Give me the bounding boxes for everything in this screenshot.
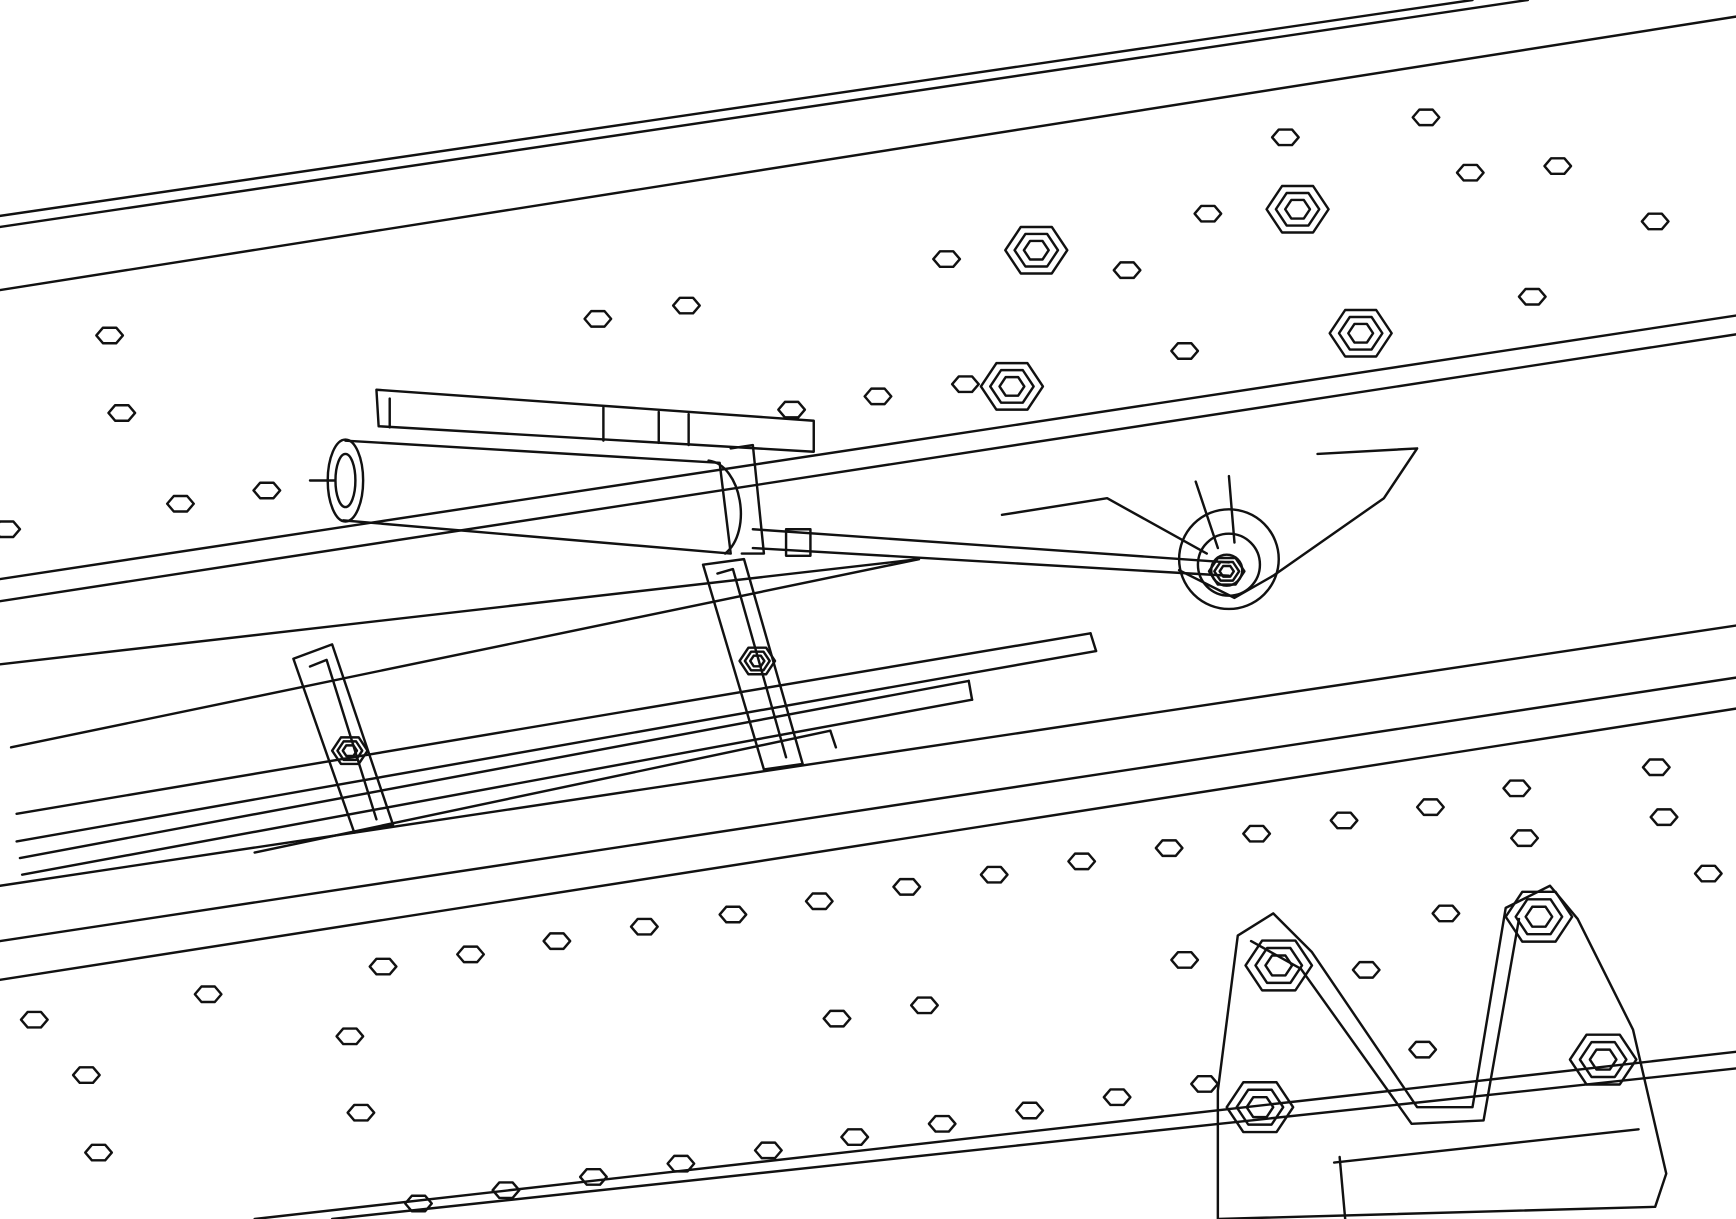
rivet-icon — [1154, 839, 1184, 858]
hex-bolt-icon — [1244, 939, 1314, 992]
rivet-icon — [1351, 960, 1381, 979]
rivet-icon — [95, 326, 125, 345]
rivet-icon — [909, 996, 939, 1015]
rivet-icon — [165, 494, 195, 513]
hex-bolt-icon — [1504, 890, 1574, 943]
rivet-icon — [629, 917, 659, 936]
rivet-icon — [0, 520, 22, 539]
rivet-icon — [892, 877, 922, 896]
rivet-icon — [1510, 829, 1540, 848]
rivet-icon — [822, 1009, 852, 1028]
rivet-icon — [840, 1128, 870, 1147]
hex-bolt-icon — [1004, 225, 1069, 275]
hex-bolt-icon — [1265, 184, 1330, 234]
rivet-icon — [491, 1181, 521, 1200]
rivet-icon — [927, 1114, 957, 1133]
rivet-icon — [193, 985, 223, 1004]
rivet-icon — [1502, 779, 1532, 798]
rivet-icon — [932, 250, 962, 269]
hex-bolt-icon — [1225, 1081, 1295, 1134]
rivet-icon — [1517, 287, 1547, 306]
shackle-bracket — [1000, 447, 1419, 611]
rivet-icon — [1408, 1040, 1438, 1059]
rivet-icon — [1640, 212, 1670, 231]
hex-bolt-icon — [738, 646, 777, 676]
upper-frame-rail — [0, 0, 1736, 603]
rivet-icon — [777, 400, 807, 419]
rivet-icon — [1543, 157, 1573, 176]
hex-bolt-icon — [1568, 1033, 1638, 1086]
rivet-icon — [718, 905, 748, 924]
rivet-icon — [1170, 342, 1200, 360]
middle-frame-rail — [0, 557, 1736, 1219]
rivet-icon — [456, 945, 486, 964]
rivet-icon — [542, 932, 572, 951]
rivet-icon — [753, 1141, 783, 1160]
rivet-icon — [1415, 798, 1445, 817]
rivet-icon — [1015, 1101, 1045, 1120]
rivet-icon — [403, 1194, 434, 1213]
rivet-icon — [1067, 852, 1097, 871]
rivet-icon — [1102, 1088, 1132, 1107]
hex-bolt-icon — [1328, 308, 1393, 358]
rivet-icon — [578, 1167, 608, 1186]
rivet-icon — [1431, 904, 1461, 923]
rivet-icon — [1242, 824, 1272, 843]
air-cylinder — [308, 388, 1231, 577]
bolts — [330, 184, 1638, 1134]
rivet-icon — [1112, 261, 1142, 280]
rivet-icon — [1641, 758, 1671, 777]
rivet-icon — [107, 404, 137, 422]
rivet-icon — [863, 387, 893, 406]
rivet-icon — [666, 1154, 696, 1173]
rivet-icon — [335, 1027, 365, 1046]
hex-bolt-icon — [1207, 556, 1246, 586]
rivet-icon — [1455, 163, 1485, 182]
rivet-icon — [84, 1143, 114, 1162]
rivet-icon — [583, 309, 613, 328]
rivet-icon — [804, 892, 834, 911]
rivet-icon — [950, 375, 980, 394]
rivet-icon — [1649, 808, 1679, 827]
rivet-icon — [1190, 1074, 1220, 1093]
rivet-icon — [671, 296, 701, 315]
rivet-icon — [346, 1103, 376, 1122]
rivet-icon — [71, 1066, 101, 1085]
rivet-icon — [252, 481, 282, 500]
rivet-icon — [19, 1010, 49, 1029]
rivet-icon — [1693, 864, 1723, 883]
rivet-icon — [979, 865, 1009, 884]
leaf-spring — [9, 557, 1098, 876]
rivet-icon — [1270, 128, 1300, 147]
rivet-icon — [368, 957, 398, 976]
rivet-icon — [1329, 811, 1359, 830]
hex-bolt-icon — [979, 361, 1045, 411]
hanger-bracket — [1216, 884, 1668, 1219]
rivet-icon — [1193, 204, 1223, 223]
rivets — [0, 108, 1723, 1213]
u-bolts — [292, 557, 804, 834]
rivet-icon — [1411, 108, 1441, 127]
rivet-icon — [1170, 950, 1200, 969]
hex-bolt-icon — [330, 736, 369, 766]
